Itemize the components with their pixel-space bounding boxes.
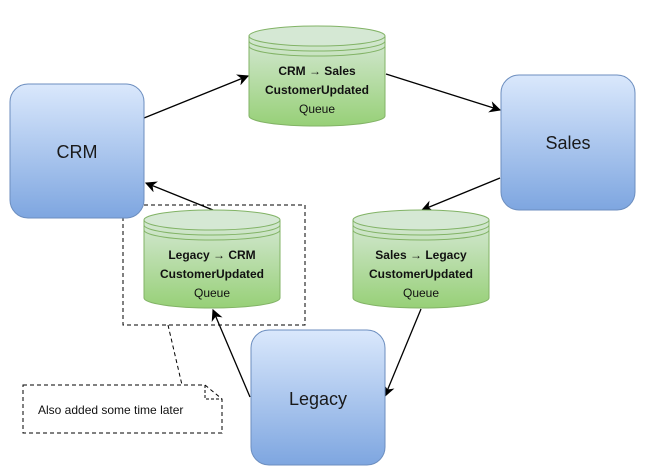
edge-legacy-crm-queue-to-crm — [144, 181, 214, 211]
queue-sales-to-legacy-event: CustomerUpdated — [369, 267, 473, 281]
queue-legacy-to-crm-title: Legacy → CRM — [168, 248, 255, 262]
service-crm[interactable]: CRM — [9, 83, 145, 219]
queue-legacy-to-crm-event: CustomerUpdated — [160, 267, 264, 281]
edge-legacy-to-legacy-crm-queue — [211, 308, 251, 398]
edge-crm-sales-queue-to-sales — [385, 73, 502, 113]
service-crm-label: CRM — [57, 142, 98, 162]
service-legacy[interactable]: Legacy — [250, 329, 386, 466]
edge-crm-to-crm-sales-queue — [143, 74, 250, 119]
edge-sales-legacy-queue-to-legacy — [383, 308, 422, 398]
queue-legacy-to-crm-type: Queue — [194, 286, 230, 300]
edge-sales-to-sales-legacy-queue — [420, 177, 501, 212]
queue-sales-to-legacy-type: Queue — [403, 286, 439, 300]
dashed-group-box — [122, 204, 306, 326]
queue-crm-to-sales-title: CRM → Sales — [278, 64, 356, 78]
note-connector — [167, 324, 183, 386]
note-callout: Also added some time later — [22, 384, 223, 434]
service-sales[interactable]: Sales — [500, 74, 636, 211]
queue-sales-to-legacy-title: Sales → Legacy — [375, 248, 467, 262]
queue-crm-to-sales[interactable]: CRM → Sales CustomerUpdated Queue — [248, 25, 386, 127]
note-text: Also added some time later — [38, 403, 183, 417]
queue-sales-to-legacy[interactable]: Sales → Legacy CustomerUpdated Queue — [352, 209, 490, 309]
queue-crm-to-sales-event: CustomerUpdated — [265, 83, 369, 97]
service-legacy-label: Legacy — [289, 389, 347, 409]
service-sales-label: Sales — [545, 133, 590, 153]
queue-legacy-to-crm[interactable]: Legacy → CRM CustomerUpdated Queue — [143, 209, 281, 309]
queue-crm-to-sales-type: Queue — [299, 102, 335, 116]
